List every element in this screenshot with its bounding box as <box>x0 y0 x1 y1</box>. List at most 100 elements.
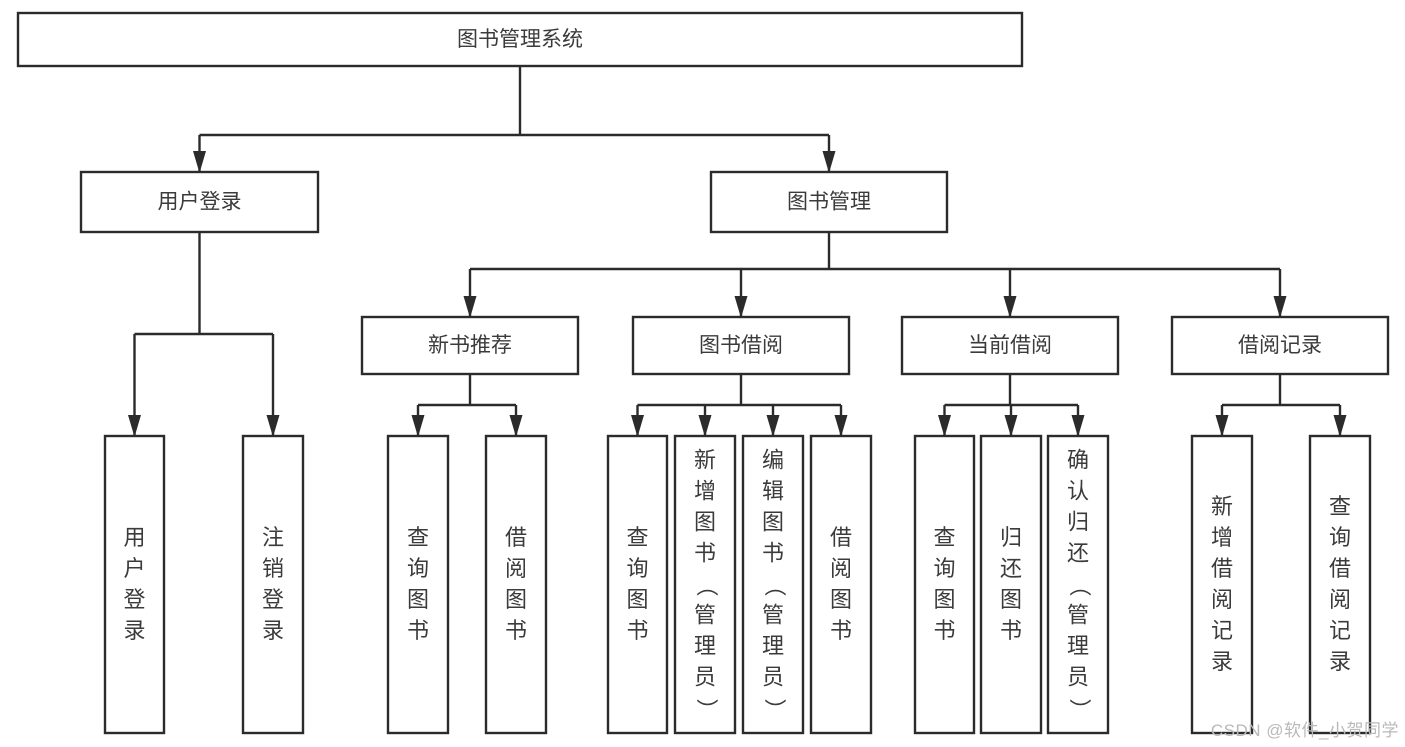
node-level2-0[interactable]: 用户登录 <box>79 170 320 234</box>
svg-text:询: 询 <box>1329 525 1351 550</box>
svg-text:还: 还 <box>1067 540 1089 565</box>
svg-text:图: 图 <box>626 587 648 612</box>
svg-text:图: 图 <box>1000 587 1022 612</box>
bookmgmt-to-level3-arrow-icon <box>1273 296 1287 318</box>
nodes-layer: 图书管理系统用户登录图书管理新书推荐图书借阅当前借阅借阅记录用户登录注销登录查询… <box>16 11 1390 735</box>
svg-text:查: 查 <box>407 525 429 550</box>
node-box <box>484 434 548 735</box>
level3-2-to-leaves-arrow-icon <box>1004 415 1018 437</box>
node-box <box>913 434 976 735</box>
node-root-system[interactable]: 图书管理系统 <box>16 11 1024 68</box>
node-box <box>1308 434 1372 735</box>
node-box <box>631 315 851 376</box>
svg-text:新: 新 <box>1211 494 1233 519</box>
svg-text:阅: 阅 <box>830 556 852 581</box>
svg-text:记: 记 <box>1211 618 1233 643</box>
level3-1-to-leaves-arrow-icon <box>834 415 848 437</box>
node-box <box>241 434 305 735</box>
svg-text:认: 认 <box>1067 478 1089 503</box>
svg-text:管: 管 <box>694 602 716 627</box>
node-label: 用户登录 <box>123 525 145 643</box>
svg-text:图: 图 <box>933 587 955 612</box>
node-level3-2[interactable]: 当前借阅 <box>900 315 1120 376</box>
node-box <box>386 434 450 735</box>
node-box <box>79 170 320 234</box>
svg-text:查: 查 <box>1329 494 1351 519</box>
svg-text:登: 登 <box>123 587 145 612</box>
node-level3-1[interactable]: 图书借阅 <box>631 315 851 376</box>
svg-text:）: ） <box>762 698 787 720</box>
node-level3-3[interactable]: 借阅记录 <box>1170 315 1390 376</box>
svg-text:理: 理 <box>762 633 784 658</box>
userlogin-to-leaves-arrow-icon <box>128 415 141 437</box>
node-box <box>741 434 805 735</box>
node-box <box>1046 434 1110 735</box>
node-box <box>673 434 737 735</box>
node-leaf-0[interactable]: 用户登录 <box>103 434 166 735</box>
level3-0-to-leaves-arrow-icon <box>509 415 523 437</box>
node-box <box>979 434 1043 735</box>
level3-2-to-leaves-arrow-icon <box>938 415 951 437</box>
svg-text:（: （ <box>1067 574 1092 596</box>
svg-text:归: 归 <box>1000 525 1022 550</box>
node-box <box>360 315 580 376</box>
svg-text:编: 编 <box>762 447 784 472</box>
svg-text:借: 借 <box>1329 556 1351 581</box>
svg-text:理: 理 <box>1067 633 1089 658</box>
svg-text:书: 书 <box>626 618 648 643</box>
svg-text:员: 员 <box>694 664 716 689</box>
svg-text:询: 询 <box>626 556 648 581</box>
svg-text:注: 注 <box>262 525 284 550</box>
svg-text:查: 查 <box>933 525 955 550</box>
svg-text:图: 图 <box>407 587 429 612</box>
svg-text:归: 归 <box>1067 509 1089 534</box>
node-level2-1[interactable]: 图书管理 <box>709 170 949 234</box>
level3-3-to-leaves-arrow-icon <box>1215 415 1229 437</box>
svg-text:书: 书 <box>1000 618 1022 643</box>
svg-text:新: 新 <box>694 447 716 472</box>
svg-text:录: 录 <box>1211 649 1233 674</box>
svg-text:增: 增 <box>694 478 716 503</box>
svg-text:阅: 阅 <box>1211 587 1233 612</box>
svg-text:确: 确 <box>1067 447 1089 472</box>
svg-text:管: 管 <box>1067 602 1089 627</box>
svg-text:（: （ <box>694 574 719 596</box>
svg-text:书: 书 <box>830 618 852 643</box>
node-box <box>709 170 949 234</box>
node-label: 用户登录 <box>158 191 242 214</box>
node-level3-0[interactable]: 新书推荐 <box>360 315 580 376</box>
svg-text:借: 借 <box>830 525 852 550</box>
bookmgmt-to-level3-arrow-icon <box>463 296 477 318</box>
connectors-layer <box>128 66 1347 437</box>
node-box <box>103 434 166 735</box>
svg-text:员: 员 <box>762 664 784 689</box>
node-label: 新书推荐 <box>428 334 512 357</box>
svg-text:理: 理 <box>694 633 716 658</box>
svg-text:阅: 阅 <box>1329 587 1351 612</box>
level3-1-to-leaves-arrow-icon <box>766 415 780 437</box>
level3-2-to-leaves-arrow-icon <box>1071 415 1085 437</box>
svg-text:书: 书 <box>505 618 527 643</box>
